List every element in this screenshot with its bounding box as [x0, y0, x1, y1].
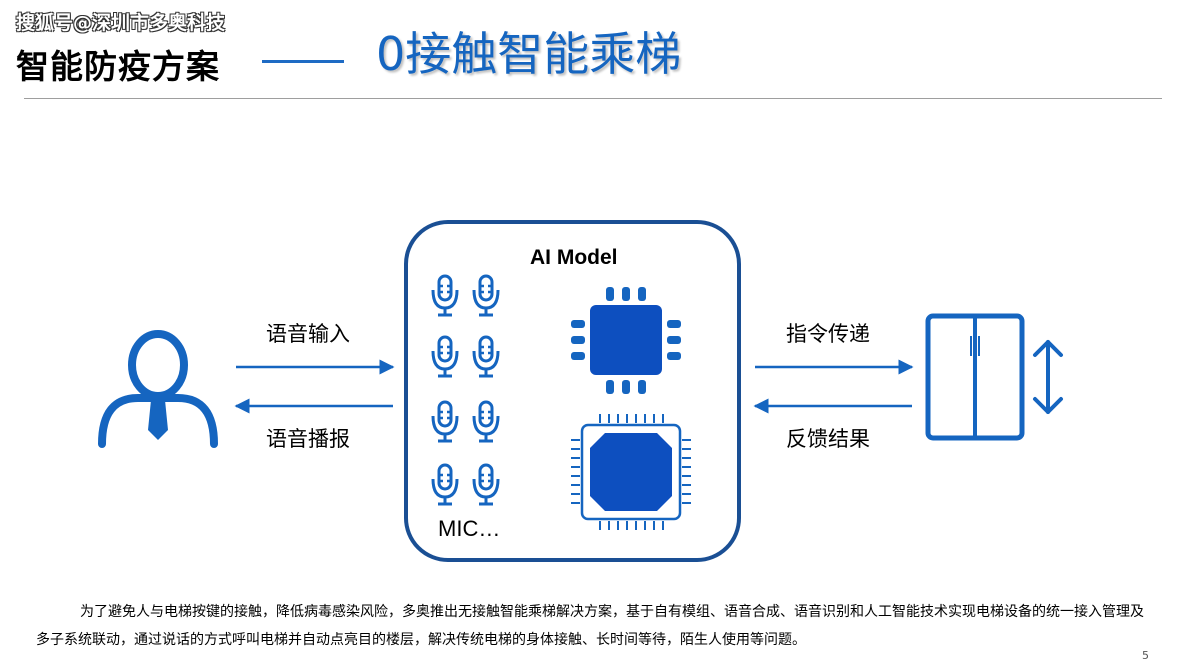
command-transfer-label: 指令传递 [786, 322, 870, 346]
header-divider [24, 98, 1162, 99]
page-title: 0接触智能乘梯 [376, 27, 682, 81]
title-dash [262, 60, 344, 63]
voice-input-label: 语音输入 [266, 322, 350, 346]
description-paragraph: 为了避免人与电梯按键的接触，降低病毒感染风险，多奥推出无接触智能乘梯解决方案，基… [36, 604, 1144, 648]
ai-model-box [404, 220, 741, 562]
processor-chip-icon [571, 287, 681, 394]
ai-model-label: AI Model [530, 246, 618, 269]
watermark: 搜狐号@深圳市多奥科技 [16, 12, 226, 34]
mic-label: MIC… [438, 516, 501, 541]
elevator-doors-icon [925, 313, 1025, 441]
feedback-result-label: 反馈结果 [786, 427, 870, 451]
section-title: 智能防疫方案 [16, 47, 220, 86]
voice-broadcast-label: 语音播报 [266, 427, 350, 451]
page-number: 5 [1142, 649, 1149, 662]
processor-chip-icon [571, 414, 691, 530]
up-down-arrow-icon [1033, 340, 1063, 414]
user-person-icon [98, 330, 218, 448]
